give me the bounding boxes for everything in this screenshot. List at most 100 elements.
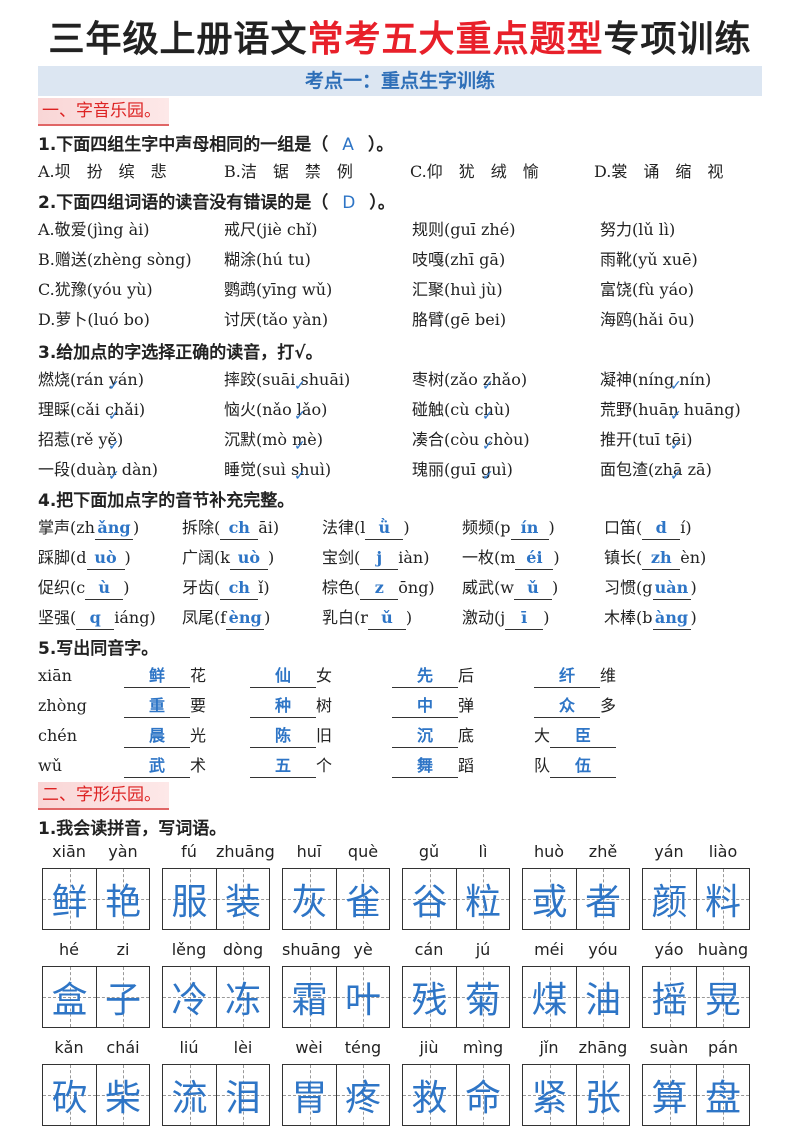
homophone-suffix: 要	[190, 696, 207, 715]
homophone-answer: 五	[250, 755, 316, 778]
character-cell: 装	[216, 869, 269, 929]
pinyin-syllable: gǔ	[418, 842, 440, 861]
homophone-item: 大臣	[534, 722, 617, 750]
homophone-answer: 舞	[392, 755, 458, 778]
syllable-prefix: 牙齿(	[182, 578, 221, 597]
syllable-answer: ch	[220, 517, 259, 540]
tianzige-grid: 胃疼	[282, 1064, 390, 1126]
pinyin-syllable: zhě	[588, 842, 618, 861]
question-2-answer: D	[342, 193, 356, 213]
syllable-prefix: 频频(p	[462, 518, 511, 537]
syllable-suffix: iáng)	[114, 608, 156, 627]
word-pinyin: D.萝卜(luó bo)	[38, 310, 150, 329]
character-cell: 鲜	[43, 869, 96, 929]
syllable-answer: ù	[85, 577, 124, 600]
check-mark-icon: ✓	[670, 378, 682, 394]
title-part1: 三年级上册语文	[48, 19, 308, 60]
pronunciation-choice: 枣树(zǎo zhǎo)	[412, 370, 528, 389]
check-mark-icon: ✓	[294, 408, 306, 424]
homophone-answer: 纤	[534, 665, 600, 688]
pinyin-syllable: huàng	[697, 940, 749, 959]
homophone-item: 五个	[250, 752, 332, 780]
tianzige-grid: 冷冻	[162, 966, 270, 1028]
written-character: 子	[104, 980, 141, 1021]
section-banner: 考点一：重点生字训练	[38, 66, 762, 96]
pronunciation-choice: 睡觉(suì shuì)	[224, 460, 332, 479]
character-cell: 盘	[696, 1065, 749, 1125]
tianzige-grid: 流泪	[162, 1064, 270, 1126]
tianzige-grid: 灰雀	[282, 868, 390, 930]
character-cell: 者	[576, 869, 629, 929]
homophone-suffix: 维	[600, 666, 617, 685]
check-mark-icon: ✓	[482, 378, 494, 394]
character-cell: 晃	[696, 967, 749, 1027]
character-cell: 残	[403, 967, 456, 1027]
homophone-item: 晨光	[124, 722, 206, 750]
homophone-answer: 沉	[392, 725, 458, 748]
question-2: 2.下面四组词语的读音没有错误的是（D）。	[38, 188, 395, 213]
syllable-suffix: )	[548, 518, 555, 537]
syllable-suffix: )	[132, 518, 140, 537]
character-cell: 子	[96, 967, 149, 1027]
syllable-suffix: )	[551, 578, 559, 597]
syllable-prefix: 木棒(b	[604, 608, 653, 627]
pinyin-syllable: téng	[344, 1038, 382, 1057]
word-pinyin: 雨靴(yǔ xuē)	[600, 250, 698, 269]
question-1-end: ）。	[367, 135, 394, 155]
pinyin-syllable: shuāng	[282, 940, 341, 959]
syllable-answer: ǜ	[365, 517, 404, 540]
check-mark-icon: ✓	[294, 468, 306, 484]
pronunciation-choice: 理睬(cǎi chǎi)	[38, 400, 146, 419]
check-mark-icon: ✓	[294, 378, 306, 394]
check-mark-icon: ✓	[108, 438, 120, 454]
syllable-prefix: 凤尾(f	[182, 608, 227, 627]
tianzige-grid: 服装	[162, 868, 270, 930]
check-mark-icon: ✓	[670, 408, 682, 424]
character-cell: 冻	[216, 967, 269, 1027]
syllable-suffix: ōng)	[398, 578, 435, 597]
word-pinyin: B.赠送(zhèng sòng)	[38, 250, 192, 269]
homophone-item: 陈旧	[250, 722, 332, 750]
character-cell: 服	[163, 869, 216, 929]
check-mark-icon: ✓	[294, 438, 306, 454]
written-character: 盘	[704, 1078, 741, 1119]
homophone-answer: 伍	[550, 755, 617, 778]
written-character: 叶	[344, 980, 381, 1021]
homophone-item: 舞蹈	[392, 752, 474, 780]
written-character: 张	[584, 1078, 621, 1119]
character-cell: 紧	[523, 1065, 576, 1125]
written-character: 砍	[51, 1078, 88, 1119]
tianzige-grid: 砍柴	[42, 1064, 150, 1126]
syllable-prefix: 法律(l	[322, 518, 366, 537]
word-pinyin: 糊涂(hú tu)	[224, 250, 311, 269]
syllable-answer: uàn	[652, 577, 691, 600]
character-cell: 救	[403, 1065, 456, 1125]
question-3-row: 理睬(cǎi chǎi)✓恼火(nǎo lǎo)✓碰触(cù chù)✓荒野(h…	[38, 396, 768, 424]
syllable-prefix: 坚强(	[38, 608, 77, 627]
syllable-answer: zh	[642, 547, 681, 570]
homophone-item: 先后	[392, 662, 474, 690]
homophone-pinyin: chén	[38, 726, 78, 745]
pronunciation-choice: 荒野(huān huāng)	[600, 400, 741, 419]
pronunciation-choice: 面包渣(zhā zā)	[600, 460, 712, 479]
check-mark-icon: ✓	[108, 468, 120, 484]
written-character: 算	[651, 1078, 688, 1119]
character-cell: 粒	[456, 869, 509, 929]
pinyin-syllable: kǎn	[54, 1038, 84, 1057]
pinyin-syllable: hé	[59, 940, 79, 959]
homophone-suffix: 后	[458, 666, 475, 685]
homophone-prefix: 大	[534, 726, 551, 745]
tianzige-grid: 紧张	[522, 1064, 630, 1126]
written-character: 残	[411, 980, 448, 1021]
character-cell: 料	[696, 869, 749, 929]
pinyin-syllable: què	[347, 842, 379, 861]
